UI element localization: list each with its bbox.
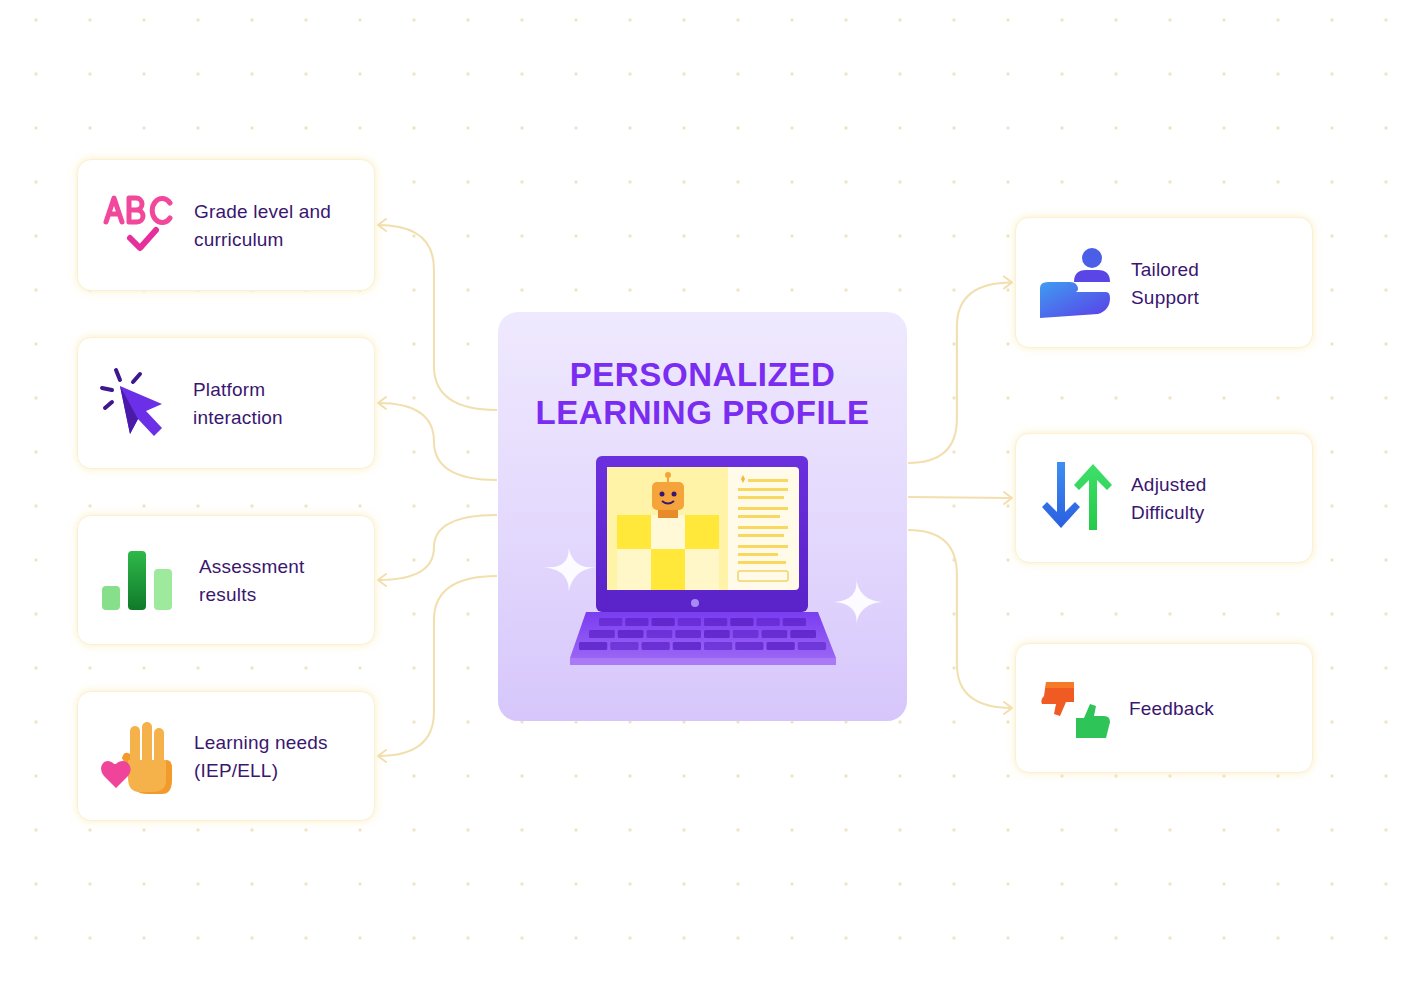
hand-heart-icon [78,692,198,812]
connector-line [378,576,497,756]
info-card: Assessment results [77,515,375,645]
support-hand-icon [1016,218,1136,338]
connector-arrow [908,530,1012,714]
abc-check-icon [78,160,198,280]
thumbs-feedback-icon [1016,644,1136,764]
card-label: Feedback [1129,695,1279,723]
connector-arrow [908,277,1012,464]
arrow-head [378,574,386,586]
connector-arrow [378,397,497,480]
arrow-head [378,750,386,762]
card-label: Grade level and curriculum [194,198,344,254]
arrow-head [1004,492,1012,504]
card-label: Tailored Support [1131,256,1226,312]
connector-arrow [908,492,1012,504]
profile-panel: PERSONALIZED LEARNING PROFILE [498,312,907,721]
arrow-head [1004,702,1012,714]
connector-line [908,530,1012,708]
connector-line [378,515,497,580]
info-card: Feedback [1015,643,1313,773]
info-card: Grade level and curriculum [77,159,375,291]
card-label: Assessment results [199,553,324,609]
connector-line [378,225,497,410]
connector-line [908,497,1012,498]
arrow-head [378,219,386,231]
panel-title: PERSONALIZED LEARNING PROFILE [528,356,877,432]
connector-line [908,283,1012,464]
difficulty-arrows-icon [1016,434,1136,554]
info-card: Adjusted Difficulty [1015,433,1313,563]
connector-line [378,403,497,480]
connector-arrow [378,219,497,410]
bar-chart-icon [78,516,198,636]
connector-arrow [378,515,497,586]
card-label: Adjusted Difficulty [1131,471,1241,527]
arrow-head [378,397,386,409]
arrow-head [1004,277,1012,289]
info-card: Platform interaction [77,337,375,469]
card-label: Learning needs (IEP/ELL) [194,729,354,785]
connector-arrow [378,576,497,762]
card-label: Platform interaction [193,376,318,432]
info-card: Learning needs (IEP/ELL) [77,691,375,821]
info-card: Tailored Support [1015,217,1313,348]
cursor-icon [78,338,198,458]
